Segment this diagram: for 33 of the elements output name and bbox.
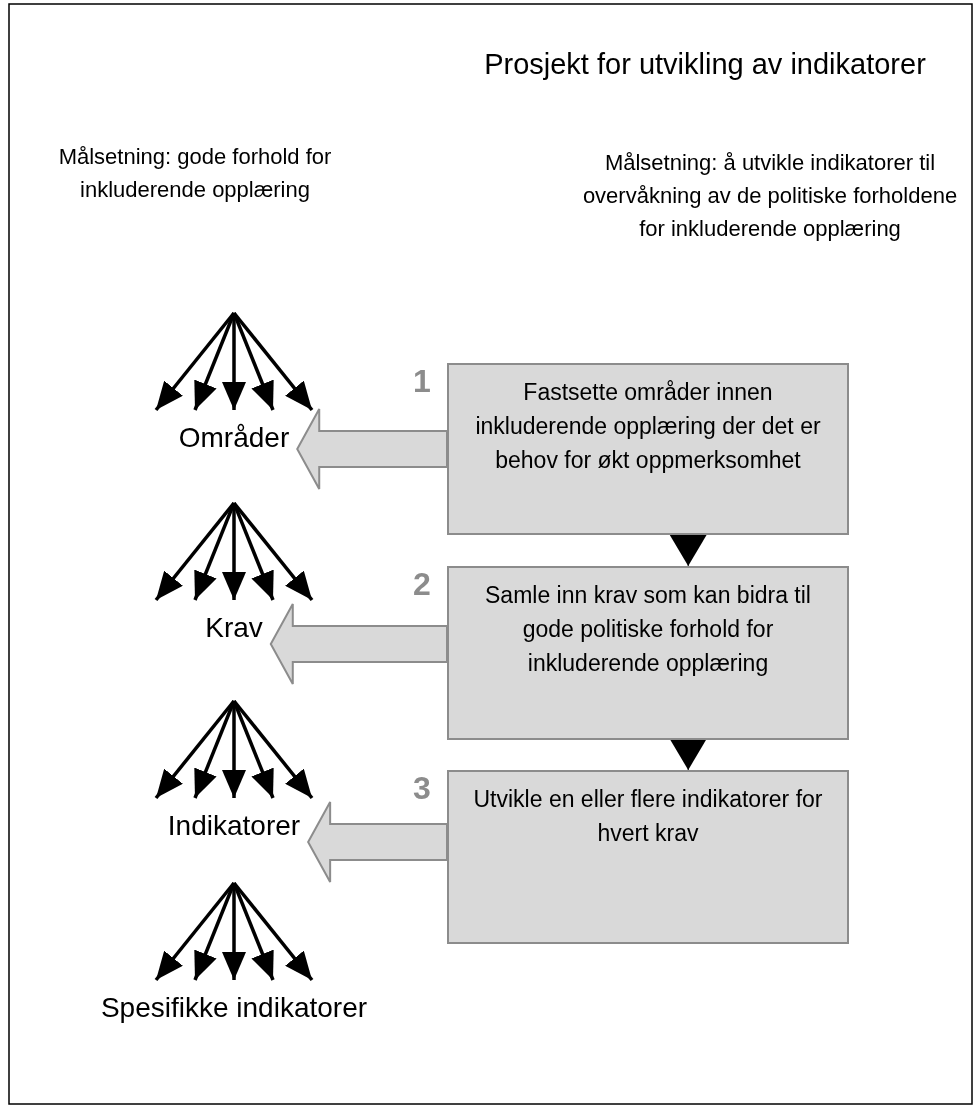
branch-arrow (232, 311, 314, 412)
step-number: 1 (413, 365, 431, 397)
branch-arrow (232, 699, 314, 800)
process-box (447, 363, 849, 535)
block-arrow (307, 801, 448, 883)
level-label: Krav (205, 611, 263, 645)
branch-arrow (193, 700, 236, 799)
flow-arrow (669, 738, 708, 771)
block-arrow (269, 603, 448, 685)
step-number: 2 (413, 568, 431, 600)
branch-arrow (193, 882, 236, 981)
branch-arrow (232, 312, 275, 411)
branch-arrow (232, 881, 314, 982)
level-label: Områder (178, 421, 290, 455)
level-label: Indikatorer (167, 809, 301, 843)
process-box (447, 566, 849, 740)
branch-arrow (193, 312, 236, 411)
flow-arrow (669, 534, 708, 567)
block-arrow (296, 408, 448, 490)
goal-text: Målsetning: å utvikle indikatorer til overvåkning av de politiske forholdene for inkluderende opplæring (581, 149, 959, 243)
level-label: Spesifikke indikatorer (100, 991, 368, 1025)
title: Prosjekt for utvikling av indikatorer (483, 47, 927, 82)
step-text: Utvikle en eller flere indikatorer for hvert krav (472, 785, 824, 848)
branch-arrow (232, 882, 275, 981)
process-box (447, 770, 849, 944)
step-text: Samle inn krav som kan bidra til gode politiske forhold for inkluderende opplæring (484, 581, 812, 678)
branch-arrow (193, 502, 236, 601)
branch-arrow (232, 502, 275, 601)
goal-text: Målsetning: gode forhold for inkluderende opplæring (57, 143, 333, 204)
branch-arrow (232, 700, 275, 799)
step-text: Fastsette områder innen inkluderende opplæring der det er behov for økt oppmerksomhet (474, 378, 822, 475)
branch-arrow (232, 501, 314, 602)
step-number: 3 (413, 772, 431, 804)
